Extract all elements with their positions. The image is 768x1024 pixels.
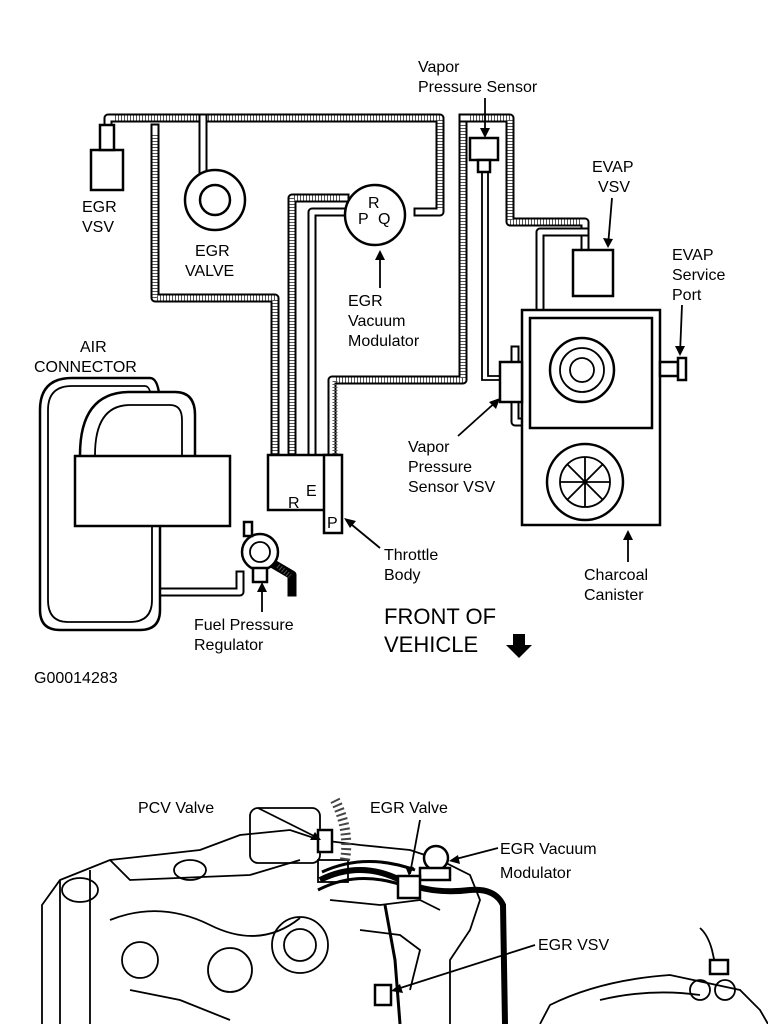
label-evap-port-line1: EVAP [672, 247, 714, 264]
label-vapor-pressure-sensor-line2: Pressure Sensor [418, 79, 538, 96]
label-evap-port-line3: Port [672, 287, 702, 304]
label-vapor-pressure-sensor-line1: Vapor [418, 59, 460, 76]
engine-illustration [41, 797, 768, 1024]
engine-label-egr-modulator-line1: EGR Vacuum [500, 841, 597, 858]
engine-label-egr-vsv: EGR VSV [538, 937, 609, 954]
throttle-body-shape: R E P [266, 453, 344, 535]
label-egr-modulator-line2: Vacuum [348, 313, 406, 330]
label-egr-vsv-line1: EGR [82, 199, 117, 216]
label-air-connector-line2: CONNECTOR [34, 359, 137, 376]
egr-vacuum-modulator-shape: R P Q [343, 183, 407, 247]
modulator-port-p: P [358, 211, 369, 228]
throttle-port-p: P [327, 515, 338, 532]
label-vp-sensor-vsv-line1: Vapor [408, 439, 450, 456]
modulator-port-q: Q [378, 211, 390, 228]
label-throttle-body-line2: Body [384, 567, 420, 584]
label-vp-sensor-vsv-line2: Pressure [408, 459, 472, 476]
egr-vsv-box [89, 123, 125, 192]
air-connector-shape [38, 376, 232, 632]
label-fuel-regulator-line2: Regulator [194, 637, 264, 654]
engine-label-egr-valve: EGR Valve [370, 800, 448, 817]
engine-label-egr-modulator-line2: Modulator [500, 865, 572, 882]
label-egr-modulator-line1: EGR [348, 293, 383, 310]
diagram-labels: Vapor Pressure Sensor EGR VSV EGR VALVE … [34, 59, 725, 687]
label-charcoal-canister-line2: Canister [584, 587, 644, 604]
label-air-connector-line1: AIR [80, 339, 107, 356]
label-front-line2: VEHICLE [384, 632, 478, 657]
label-vp-sensor-vsv-line3: Sensor VSV [408, 479, 495, 496]
vapor-pressure-sensor-vsv-shape [498, 360, 524, 404]
label-evap-vsv-line1: EVAP [592, 159, 634, 176]
vacuum-hoses [103, 113, 590, 597]
label-throttle-body-line1: Throttle [384, 547, 438, 564]
label-fuel-regulator-line1: Fuel Pressure [194, 617, 294, 634]
label-egr-vsv-line2: VSV [82, 219, 114, 236]
charcoal-canister-shape [520, 308, 688, 527]
modulator-port-r: R [368, 195, 380, 212]
egr-valve-shape [183, 168, 247, 232]
label-charcoal-canister-line1: Charcoal [584, 567, 648, 584]
evap-vsv-box [571, 248, 615, 298]
label-egr-valve-line1: EGR [195, 243, 230, 260]
engine-label-pcv-valve: PCV Valve [138, 800, 214, 817]
throttle-port-e: E [306, 483, 317, 500]
label-front-line1: FRONT OF [384, 604, 496, 629]
engine-labels: PCV Valve EGR Valve EGR Vacuum Modulator… [138, 800, 609, 993]
label-egr-valve-line2: VALVE [185, 263, 234, 280]
label-evap-vsv-line2: VSV [598, 179, 630, 196]
label-egr-modulator-line3: Modulator [348, 333, 420, 350]
label-evap-port-line2: Service [672, 267, 725, 284]
fuel-pressure-regulator-shape [240, 520, 280, 584]
figure-id: G00014283 [34, 670, 118, 687]
front-arrow-icon [506, 634, 532, 658]
vapor-pressure-sensor-shape [468, 136, 500, 174]
throttle-port-r: R [288, 495, 300, 512]
